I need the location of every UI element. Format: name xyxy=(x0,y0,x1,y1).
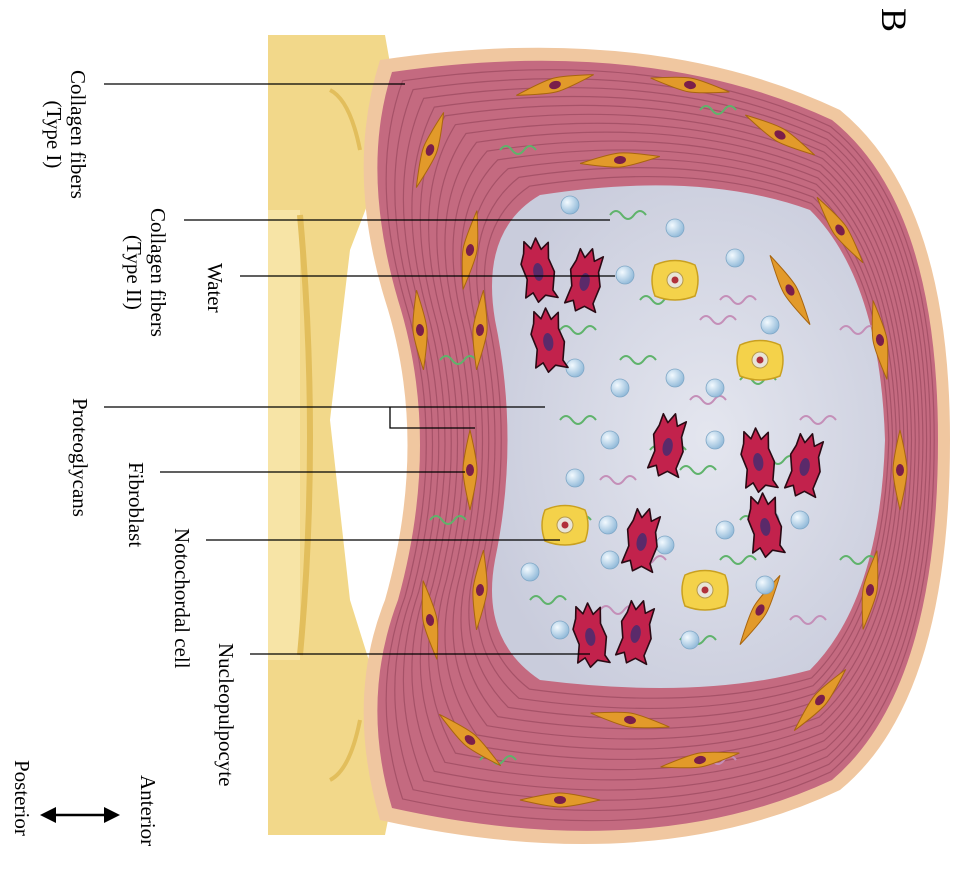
label-collagen-type2: Collagen fibers (Type II) xyxy=(122,208,170,337)
water-drop xyxy=(666,219,684,237)
nucleopulpocyte-cell xyxy=(652,261,698,301)
water-drop xyxy=(716,521,734,539)
water-drop xyxy=(601,551,619,569)
label-fibroblast: Fibroblast xyxy=(124,462,148,547)
water-drop xyxy=(666,369,684,387)
water-drop xyxy=(601,431,619,449)
water-drop xyxy=(566,359,584,377)
nucleopulpocyte-cell xyxy=(682,571,728,611)
anterior-posterior-arrow xyxy=(40,807,120,823)
water-drop xyxy=(761,316,779,334)
water-drop xyxy=(656,536,674,554)
water-drop xyxy=(521,563,539,581)
label-proteoglycans: Proteoglycans xyxy=(68,398,92,517)
water-drop xyxy=(551,621,569,639)
nucleopulpocyte-cell xyxy=(542,506,588,546)
label-anterior: Anterior xyxy=(136,775,160,846)
label-nucleopulpocyte: Nucleopulpocyte xyxy=(214,643,238,786)
water-drop xyxy=(706,379,724,397)
water-drop xyxy=(681,631,699,649)
water-drop xyxy=(706,431,724,449)
nucleopulpocyte-cell xyxy=(737,341,783,381)
nucleus-pulposus xyxy=(492,185,885,688)
label-posterior: Posterior xyxy=(10,760,34,836)
water-drop xyxy=(561,196,579,214)
water-drop xyxy=(791,511,809,529)
label-water: Water xyxy=(203,263,227,313)
water-drop xyxy=(616,266,634,284)
water-drop xyxy=(756,576,774,594)
panel-letter: B xyxy=(876,8,912,32)
water-drop xyxy=(611,379,629,397)
label-notochordal-cell: Notochordal cell xyxy=(170,528,194,669)
water-drop xyxy=(566,469,584,487)
label-collagen-type1: Collagen fibers (Type I) xyxy=(42,70,90,199)
water-drop xyxy=(599,516,617,534)
water-drop xyxy=(726,249,744,267)
